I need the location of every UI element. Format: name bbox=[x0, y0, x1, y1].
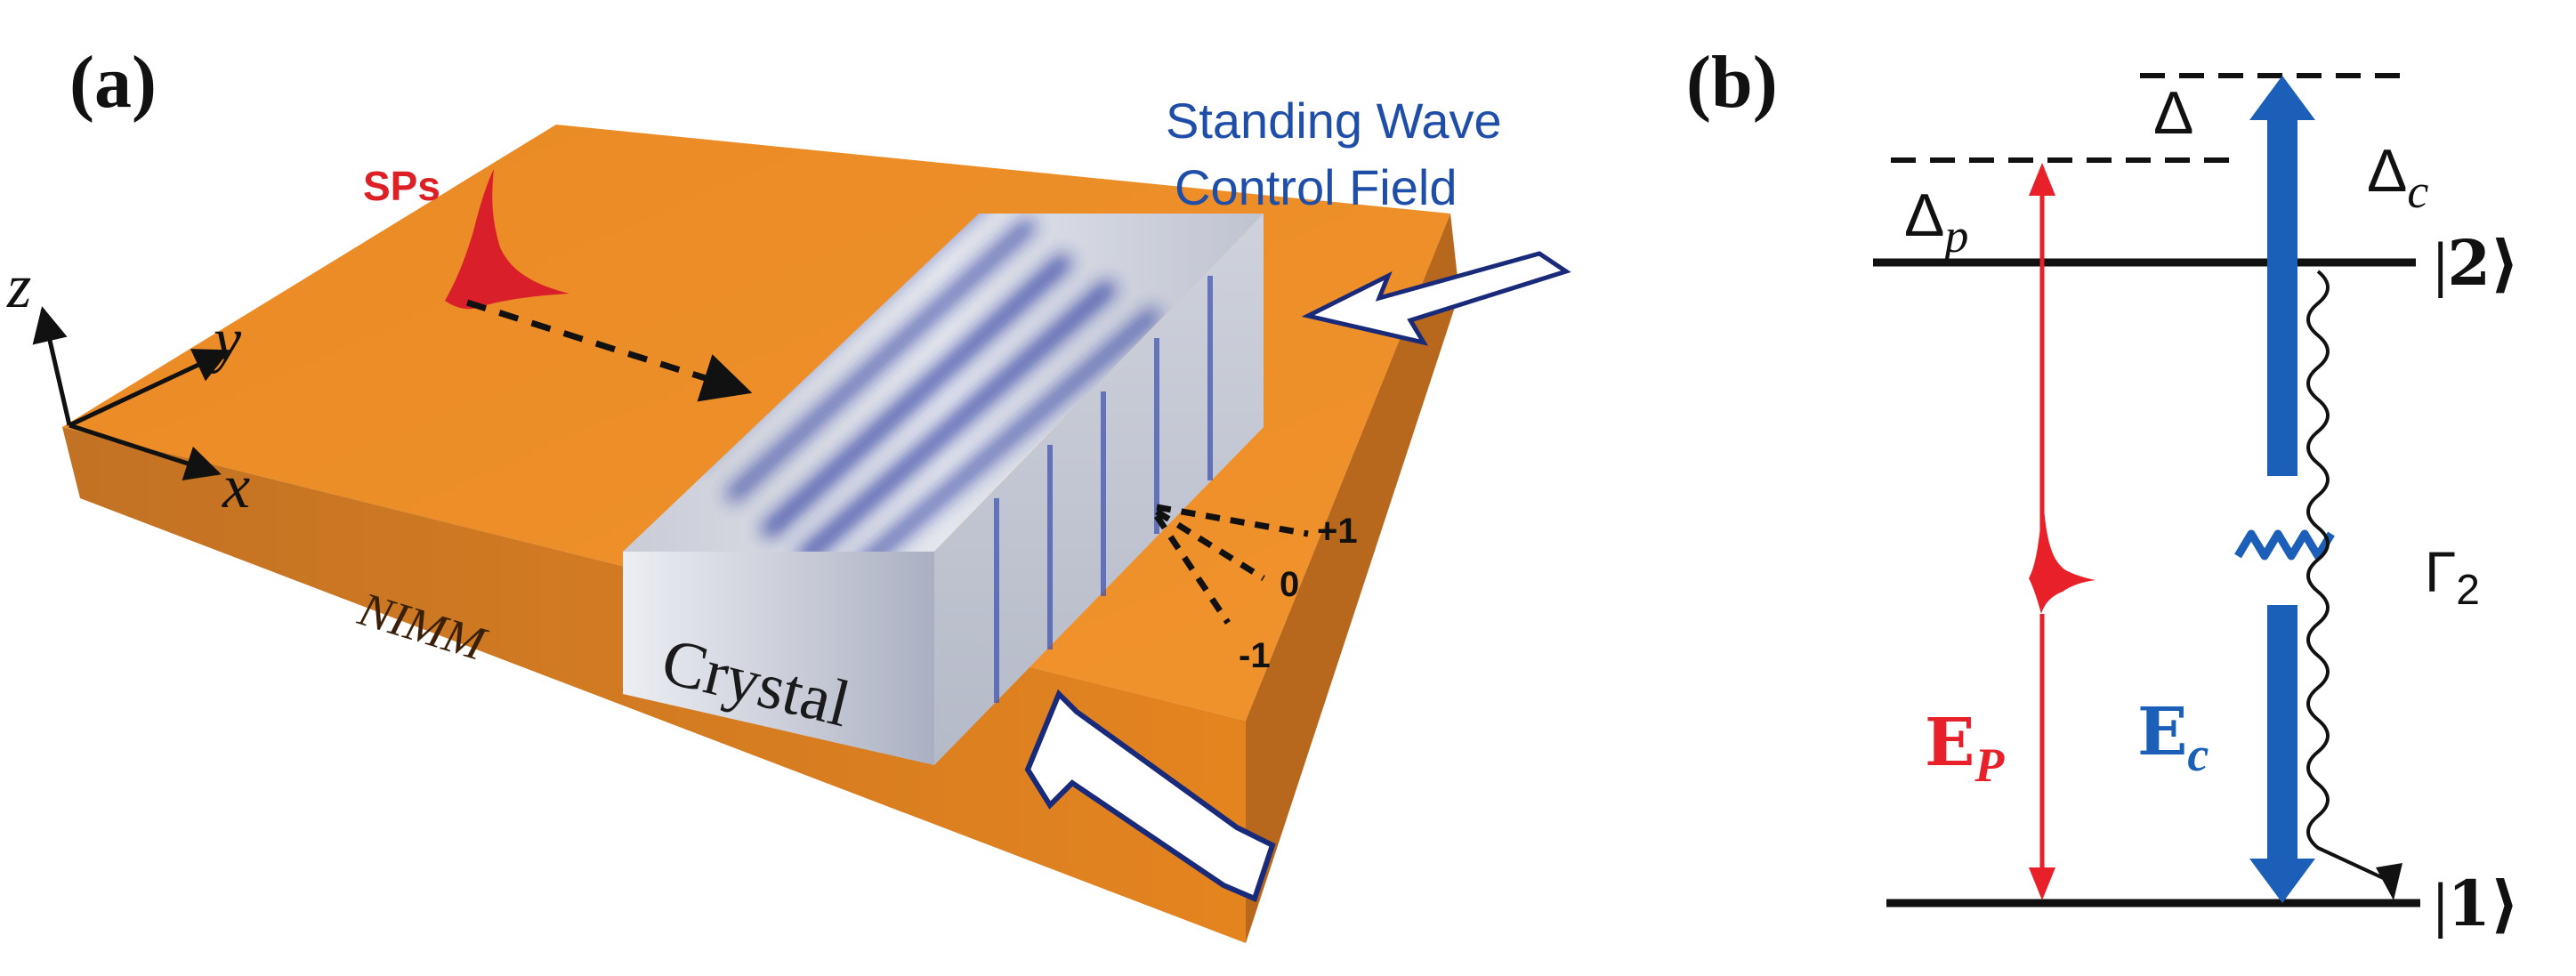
crystal-side-face bbox=[934, 214, 1264, 765]
sps-pulse-icon bbox=[445, 169, 569, 310]
delta-c-label: Δc bbox=[2367, 137, 2428, 218]
axis-y-label: y bbox=[208, 306, 242, 375]
control-transition-arrow bbox=[2234, 76, 2335, 903]
standing-wave-icon bbox=[2234, 529, 2335, 561]
crystal-block: Crystal bbox=[623, 214, 1264, 765]
control-field-label-line1: Standing Wave bbox=[1166, 93, 1502, 149]
level-2-label: |𝟐⟩ bbox=[2434, 230, 2519, 299]
diffraction-lines bbox=[1154, 504, 1309, 625]
panel-b: (b) |𝟐⟩ |𝟏⟩ Δ bbox=[1686, 41, 2519, 940]
panel-a: (a) Crystal bbox=[6, 41, 1571, 943]
gamma-2-label: Γ2 bbox=[2425, 540, 2480, 614]
decay-arrowhead bbox=[2376, 863, 2402, 900]
level-1-label: |𝟏⟩ bbox=[2434, 871, 2519, 940]
crystal-side-stripes bbox=[994, 276, 1213, 703]
delta-p-label: Δp bbox=[1904, 181, 1968, 262]
control-field-label-line2: Control Field bbox=[1175, 159, 1457, 215]
delta-label: Δ bbox=[2153, 79, 2193, 147]
axis-x-label: x bbox=[222, 453, 250, 521]
control-beam-arrow-bottom bbox=[1024, 689, 1276, 903]
nimm-substrate-side bbox=[1246, 214, 1459, 943]
ep-label: 𝐄P bbox=[1925, 707, 2005, 792]
y-axis bbox=[68, 349, 230, 428]
order-zero: 0 bbox=[1280, 565, 1299, 604]
z-axis bbox=[32, 306, 72, 426]
order-plus-one: +1 bbox=[1317, 512, 1358, 551]
x-axis bbox=[69, 423, 222, 480]
probe-pulse-icon bbox=[2029, 498, 2096, 614]
axes bbox=[32, 306, 230, 480]
sps-label: SPs bbox=[363, 163, 440, 209]
panel-b-label: (b) bbox=[1686, 41, 1778, 124]
decay-wavy-arrow bbox=[2306, 270, 2390, 883]
crystal-front-face bbox=[623, 552, 934, 765]
control-beam-arrow-top bbox=[1301, 251, 1571, 346]
panel-a-label: (a) bbox=[69, 41, 157, 124]
order-minus-one: -1 bbox=[1239, 636, 1271, 675]
sps-propagation-arrow bbox=[465, 299, 753, 402]
ec-label: 𝐄c bbox=[2137, 697, 2209, 781]
axis-z-label: z bbox=[6, 253, 31, 321]
probe-transition-arrow bbox=[2029, 163, 2096, 900]
